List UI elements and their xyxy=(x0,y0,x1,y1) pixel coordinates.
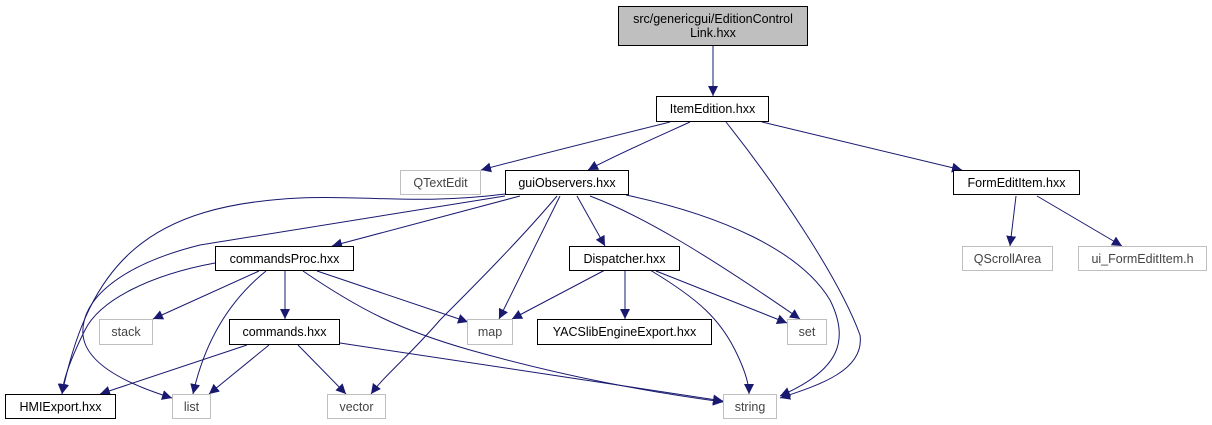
edge-guiobservers-to-commandsproc xyxy=(331,195,521,249)
node-formedititem[interactable]: FormEditItem.hxx xyxy=(953,170,1080,195)
edge-guiobservers-to-dispatcher xyxy=(576,195,606,247)
edge-guiobservers-to-map xyxy=(498,195,561,320)
node-map[interactable]: map xyxy=(467,319,513,345)
node-set[interactable]: set xyxy=(787,319,827,345)
edge-commands-to-vector xyxy=(297,344,347,395)
edge-guiobservers-to-vector xyxy=(370,195,558,395)
edge-guiobservers-to-list xyxy=(82,195,506,400)
node-root[interactable]: src/genericgui/EditionControl Link.hxx xyxy=(618,6,808,46)
node-qtextedit[interactable]: QTextEdit xyxy=(400,170,481,195)
edge-itemedition-to-guiobservers xyxy=(587,121,691,171)
node-hmiexport[interactable]: HMIExport.hxx xyxy=(5,394,116,419)
edge-formedititem-to-ui_formedititem xyxy=(1036,195,1123,247)
edge-commandsproc-to-string xyxy=(302,270,724,406)
edge-commands-to-hmiexport xyxy=(99,344,248,396)
node-yacslib[interactable]: YACSlibEngineExport.hxx xyxy=(537,319,712,345)
edge-formedititem-to-qscrollarea xyxy=(1006,195,1017,247)
edge-guiobservers-to-hmiexport xyxy=(59,193,506,395)
edge-commands-to-list xyxy=(208,344,270,395)
edge-dispatcher-to-set xyxy=(655,270,788,324)
node-itemedition[interactable]: ItemEdition.hxx xyxy=(656,96,769,122)
node-commands[interactable]: commands.hxx xyxy=(229,319,340,345)
node-guiobservers[interactable]: guiObservers.hxx xyxy=(505,170,629,195)
node-stack[interactable]: stack xyxy=(99,319,153,345)
edge-itemedition-to-qtextedit xyxy=(480,121,671,173)
edge-dispatcher-to-map xyxy=(511,269,606,320)
edge-commandsproc-to-map xyxy=(316,270,469,324)
node-string[interactable]: string xyxy=(723,394,777,419)
node-vector[interactable]: vector xyxy=(327,394,386,419)
node-ui-formedititem[interactable]: ui_FormEditItem.h xyxy=(1078,246,1207,271)
edge-dispatcher-to-string xyxy=(649,269,754,395)
edge-commandsproc-to-hmiexport xyxy=(57,262,216,395)
edge-commandsproc-to-stack xyxy=(152,270,260,320)
node-qscrollarea[interactable]: QScrollArea xyxy=(962,246,1053,271)
edge-guiobservers-to-set xyxy=(589,195,801,320)
node-commandsproc[interactable]: commandsProc.hxx xyxy=(215,246,354,271)
edge-commands-to-string xyxy=(339,342,724,405)
node-dispatcher[interactable]: Dispatcher.hxx xyxy=(569,246,680,271)
edge-guiobservers-to-string xyxy=(625,194,840,397)
edge-itemedition-to-string xyxy=(725,121,861,400)
edge-itemedition-to-formedititem xyxy=(761,121,963,173)
edge-commandsproc-to-list xyxy=(190,270,267,395)
node-list[interactable]: list xyxy=(172,394,211,419)
